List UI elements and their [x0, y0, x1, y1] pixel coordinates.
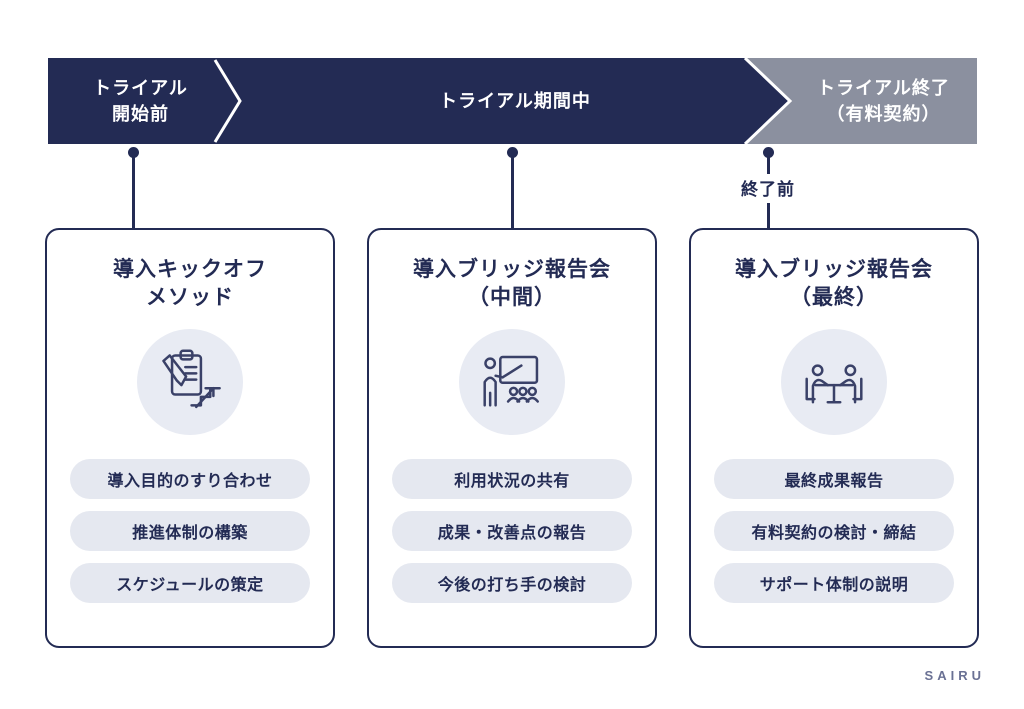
timeline-banner: トライアル 開始前 トライアル期間中 トライアル終了 （有料契約）	[48, 58, 977, 144]
card-items: 導入目的のすり合わせ 推進体制の構築 スケジュールの策定	[47, 458, 333, 603]
item-pill: 有料契約の検討・締結	[714, 510, 954, 551]
phase-segment-trial	[48, 58, 790, 144]
meeting-table-icon	[781, 328, 887, 435]
item-pill: 利用状況の共有	[392, 458, 632, 499]
item-pill: サポート体制の説明	[714, 562, 954, 603]
timeline-connector-line	[767, 152, 770, 174]
clipboard-pencil-stairs-icon	[137, 328, 243, 435]
timeline-connector-line	[132, 152, 135, 228]
card-items: 利用状況の共有 成果・改善点の報告 今後の打ち手の検討	[369, 458, 655, 603]
item-pill: 今後の打ち手の検討	[392, 562, 632, 603]
chevron-divider-icon	[213, 58, 793, 144]
item-pill: 導入目的のすり合わせ	[70, 458, 310, 499]
phase-label-during-trial: トライアル期間中	[439, 90, 591, 111]
phase-label-before-trial: トライアル 開始前	[93, 77, 188, 124]
card-items: 最終成果報告 有料契約の検討・締結 サポート体制の説明	[691, 458, 977, 603]
before-end-label: 終了前	[741, 180, 795, 199]
item-pill: スケジュールの策定	[70, 562, 310, 603]
sairu-logo: SAIRU	[924, 668, 985, 683]
timeline-connector-line	[767, 203, 770, 228]
timeline-connector-line	[511, 152, 514, 228]
item-pill: 成果・改善点の報告	[392, 510, 632, 551]
card-title: 導入キックオフ メソッド	[113, 258, 267, 310]
phase-label-trial-end: トライアル終了 （有料契約）	[817, 77, 950, 124]
presentation-board-icon	[459, 328, 565, 435]
card-title: 導入ブリッジ報告会 （中間）	[413, 258, 611, 310]
card-bridge-report-final: 導入ブリッジ報告会 （最終） 最終成果報告 有料契約の検討・締結 サポート体制の…	[689, 228, 979, 648]
card-title: 導入ブリッジ報告会 （最終）	[735, 258, 933, 310]
item-pill: 最終成果報告	[714, 458, 954, 499]
card-kickoff-method: 導入キックオフ メソッド 導入目的のすり合わせ 推進体制の構築 スケジュールの策…	[45, 228, 335, 648]
item-pill: 推進体制の構築	[70, 510, 310, 551]
card-bridge-report-interim: 導入ブリッジ報告会 （中間） 利用状況の共有 成果・改善点の報告 今後の打ち手の…	[367, 228, 657, 648]
